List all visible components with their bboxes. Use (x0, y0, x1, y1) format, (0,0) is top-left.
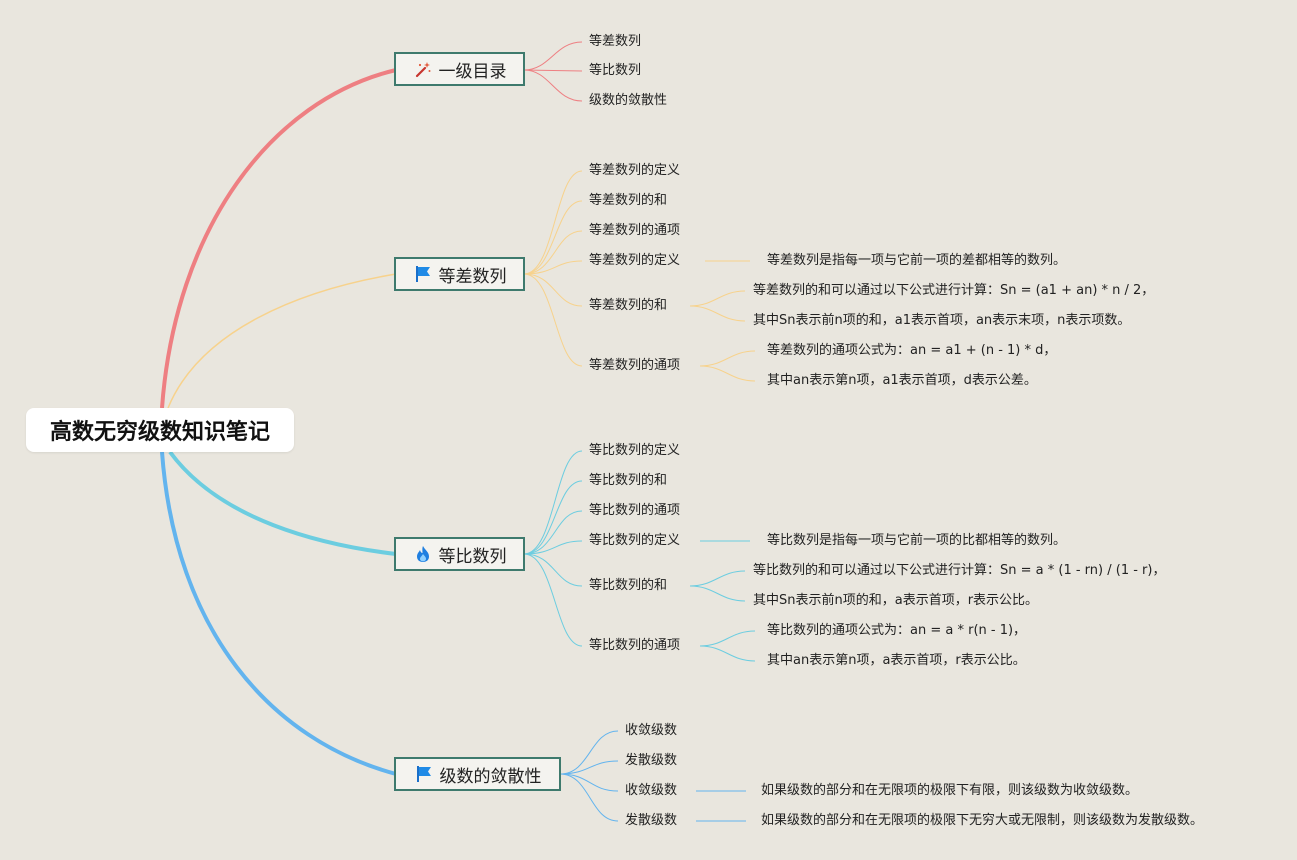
leaf-item[interactable]: 发散级数 (625, 813, 678, 828)
leaf-item[interactable]: 级数的敛散性 (589, 93, 668, 108)
note-text[interactable]: 等差数列的通项公式为：an = a1 + (n - 1) * d， (767, 343, 1057, 358)
connector-root-b4 (160, 451, 397, 776)
branch-label-3: 等比数列 (438, 546, 507, 567)
branch-node-1[interactable]: 一级目录 (394, 52, 525, 86)
branch-label-2: 等差数列 (438, 266, 507, 287)
note-text[interactable]: 等差数列是指每一项与它前一项的差都相等的数列。 (767, 253, 1067, 268)
leaf-item[interactable]: 等比数列的通项 (589, 638, 681, 653)
connectors-b3 (523, 450, 756, 662)
blue-flag-icon (413, 264, 433, 284)
note-text[interactable]: 等比数列是指每一项与它前一项的比都相等的数列。 (767, 533, 1067, 548)
leaf-item[interactable]: 发散级数 (625, 753, 678, 768)
leaf-item[interactable]: 等比数列 (589, 63, 642, 78)
leaf-item[interactable]: 等差数列 (589, 34, 642, 49)
branch-node-2[interactable]: 等差数列 (394, 257, 525, 291)
blue-flag-icon (414, 764, 434, 784)
leaf-item[interactable]: 等比数列的定义 (589, 533, 681, 548)
fire-icon (413, 544, 433, 564)
leaf-item[interactable]: 等差数列的通项 (589, 223, 681, 238)
leaf-item[interactable]: 等差数列的和 (589, 193, 668, 208)
note-text[interactable]: 其中Sn表示前n项的和，a1表示首项，an表示末项，n表示项数。 (753, 313, 1131, 328)
note-text[interactable]: 等比数列的和可以通过以下公式进行计算：Sn = a * (1 - rn) / (… (753, 563, 1166, 578)
leaf-item[interactable]: 收敛级数 (625, 783, 678, 798)
root-topic[interactable]: 高数无穷级数知识笔记 (26, 408, 294, 452)
leaf-item[interactable]: 等比数列的定义 (589, 443, 681, 458)
leaf-item[interactable]: 等差数列的通项 (589, 358, 681, 373)
connector-root-b3 (168, 450, 397, 556)
note-text[interactable]: 其中an表示第n项，a1表示首项，d表示公差。 (767, 373, 1037, 388)
note-text[interactable]: 其中Sn表示前n项的和，a表示首项，r表示公比。 (753, 593, 1039, 608)
note-text[interactable]: 如果级数的部分和在无限项的极限下无穷大或无限制，则该级数为发散级数。 (761, 813, 1204, 828)
root-title: 高数无穷级数知识笔记 (49, 420, 270, 445)
leaf-item[interactable]: 等比数列的通项 (589, 503, 681, 518)
connector-root-b1 (160, 68, 397, 409)
branch-label-1: 一级目录 (438, 61, 507, 82)
note-text[interactable]: 其中an表示第n项，a表示首项，r表示公比。 (767, 653, 1026, 668)
branch-node-3[interactable]: 等比数列 (394, 537, 525, 571)
leaf-item[interactable]: 等差数列的定义 (589, 163, 681, 178)
note-text[interactable]: 等差数列的和可以通过以下公式进行计算：Sn = (a1 + an) * n / … (753, 283, 1155, 298)
connectors-b4 (559, 730, 746, 822)
leaf-item[interactable]: 等差数列的和 (589, 298, 668, 313)
magic-wand-icon (413, 59, 433, 79)
connectors-b1 (523, 41, 583, 102)
leaf-item[interactable]: 收敛级数 (625, 723, 678, 738)
branch-node-4[interactable]: 级数的敛散性 (394, 757, 561, 791)
branch-label-4: 级数的敛散性 (439, 766, 542, 787)
leaf-item[interactable]: 等差数列的定义 (589, 253, 681, 268)
leaf-item[interactable]: 等比数列的和 (589, 578, 668, 593)
leaf-item[interactable]: 等比数列的和 (589, 473, 668, 488)
note-text[interactable]: 如果级数的部分和在无限项的极限下有限，则该级数为收敛级数。 (761, 783, 1139, 798)
connector-root-b2 (167, 273, 397, 409)
connectors-b2 (523, 170, 756, 382)
note-text[interactable]: 等比数列的通项公式为：an = a * r(n - 1)， (767, 623, 1027, 638)
